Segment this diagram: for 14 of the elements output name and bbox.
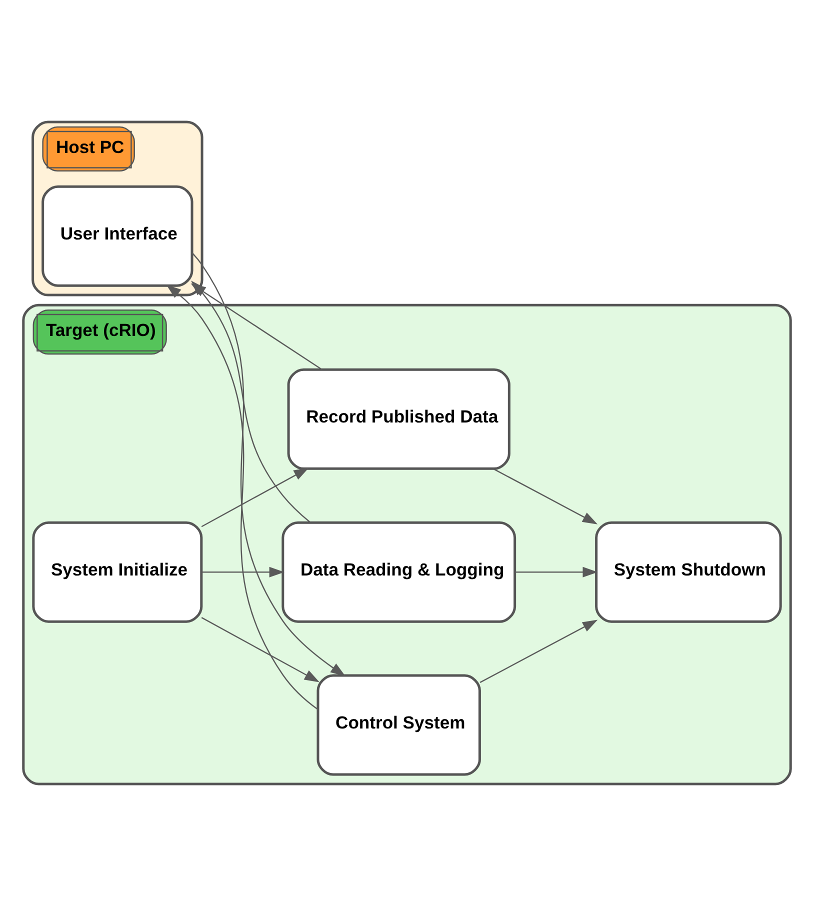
node-box: Record Published Data bbox=[287, 368, 510, 470]
node-box: System Shutdown bbox=[595, 520, 782, 622]
arrow bbox=[190, 282, 322, 370]
node-box: Data Reading & Logging bbox=[282, 520, 516, 622]
arrow bbox=[515, 566, 598, 577]
arrow bbox=[202, 566, 284, 577]
arrow bbox=[480, 619, 598, 682]
node-box: Control System bbox=[316, 674, 481, 776]
arrow bbox=[201, 616, 320, 682]
arrow bbox=[201, 467, 309, 527]
node-box: User Interface bbox=[42, 184, 194, 286]
arrow bbox=[166, 284, 318, 710]
node-box: System Initialize bbox=[32, 520, 203, 622]
arrow bbox=[493, 468, 598, 524]
